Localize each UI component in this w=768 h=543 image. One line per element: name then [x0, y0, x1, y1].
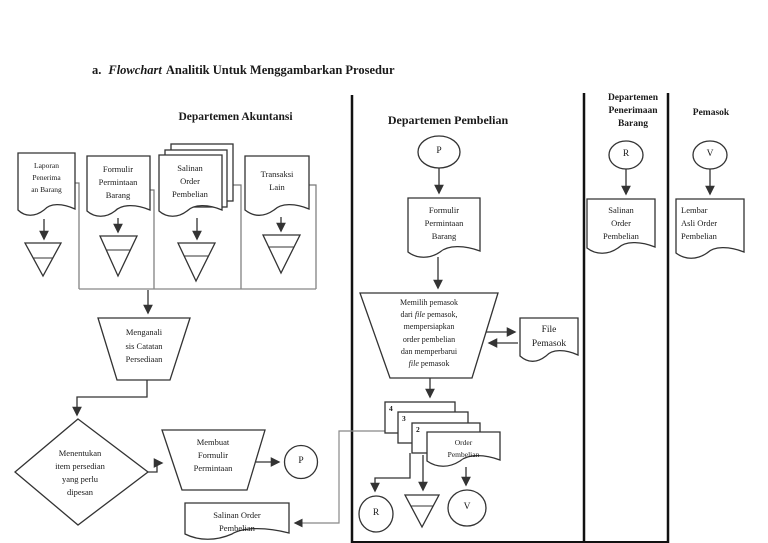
document-formulir-permintaan-barang-pemb	[407, 197, 481, 258]
document-salinan-penerimaan-label: Salinan Order Pembelian	[603, 205, 639, 241]
connector-r-in-shape	[608, 140, 644, 170]
document-formulir-pemb-label: Formulir Permintaan Barang	[424, 205, 464, 241]
bracket-formulir	[150, 189, 155, 289]
document-formulir-akt-label: Formulir Permintaan Barang	[98, 164, 138, 200]
arrow-order-to-r	[370, 453, 411, 493]
process-membuat-label: Membuat Formulir Permintaan	[193, 437, 233, 473]
connector-r-in-label: R	[622, 149, 630, 159]
header-departemen-pembelian: Departemen Pembelian	[387, 113, 509, 127]
decision-menentukan-shape	[13, 418, 150, 526]
bracket-transaksi	[309, 184, 317, 289]
archive-triangle-order	[403, 494, 441, 529]
archive-triangle-formulir	[98, 235, 139, 278]
process-menganalisis-label: Menganali sis Catatan Persediaan	[125, 327, 163, 364]
connector-p-out-shape	[283, 444, 319, 480]
connector-r-out-shape	[358, 495, 394, 533]
connector-p-in-shape	[417, 135, 461, 169]
connector-v-out-label: V	[463, 502, 471, 512]
header-departemen-penerimaan-barang: Departemen Penerimaan Barang	[607, 93, 659, 129]
document-order-pembelian-label: Order Pembelian	[447, 438, 480, 459]
process-memilih-pemasok-shape	[359, 292, 499, 379]
connector-p-in-label: P	[436, 146, 442, 156]
document-file-pemasok-label: File Pemasok	[531, 325, 567, 349]
document-salinan-akt-label: Salinan Order Pembelian	[172, 163, 208, 199]
document-order-copy2-label: 2	[416, 425, 420, 434]
connector-p-out-label: P	[298, 456, 304, 466]
connector-v-out-shape	[447, 489, 487, 527]
document-formulir-permintaan-barang-akt	[86, 155, 151, 217]
process-membuat-shape	[161, 429, 266, 491]
decision-menentukan-label: Menentukan item persedian yang perlu dip…	[55, 448, 105, 497]
document-laporan-label: Laporan Penerima an Barang	[31, 161, 62, 194]
connector-order-to-salinan-bawah	[293, 430, 386, 528]
document-transaksi-lain	[244, 155, 310, 216]
archive-triangle-salinan	[176, 242, 217, 283]
process-menganalisis-shape	[97, 317, 191, 381]
connector-v-in-label: V	[706, 149, 714, 159]
document-lembar-asli-order	[675, 198, 745, 259]
connector-v-in-shape	[692, 140, 728, 170]
document-salinan-order-bawah	[184, 502, 290, 540]
document-file-pemasok	[519, 317, 579, 362]
document-salinan-bawah-label: Salinan Order Pembelian	[213, 510, 261, 533]
document-lembar-asli-label: Lembar Asli Order Pembelian	[681, 205, 718, 241]
connector-r-out-label: R	[372, 508, 380, 518]
archive-triangle-transaksi	[261, 234, 302, 275]
process-memilih-pemasok-label: Memilih pemasok dari file pemasok, mempe…	[400, 298, 458, 369]
document-order-copy4-label: 4	[389, 404, 393, 413]
bracket-laporan	[75, 182, 80, 289]
document-laporan-penerimaan-barang	[17, 152, 76, 216]
document-salinan-order-penerimaan	[586, 198, 656, 254]
arrow-menganalisis-to-decision	[72, 380, 148, 417]
document-order-copy3-label: 3	[402, 414, 406, 423]
archive-triangle-laporan	[23, 242, 63, 278]
arrow-decision-to-membuat	[148, 458, 164, 473]
document-transaksi-label: Transaksi Lain	[260, 169, 294, 192]
header-pemasok: Pemasok	[692, 108, 730, 118]
document-salinan-order-pembelian-akt	[158, 154, 223, 217]
document-order-pembelian-front	[426, 431, 501, 467]
header-departemen-akuntansi: Departemen Akuntansi	[178, 111, 293, 123]
